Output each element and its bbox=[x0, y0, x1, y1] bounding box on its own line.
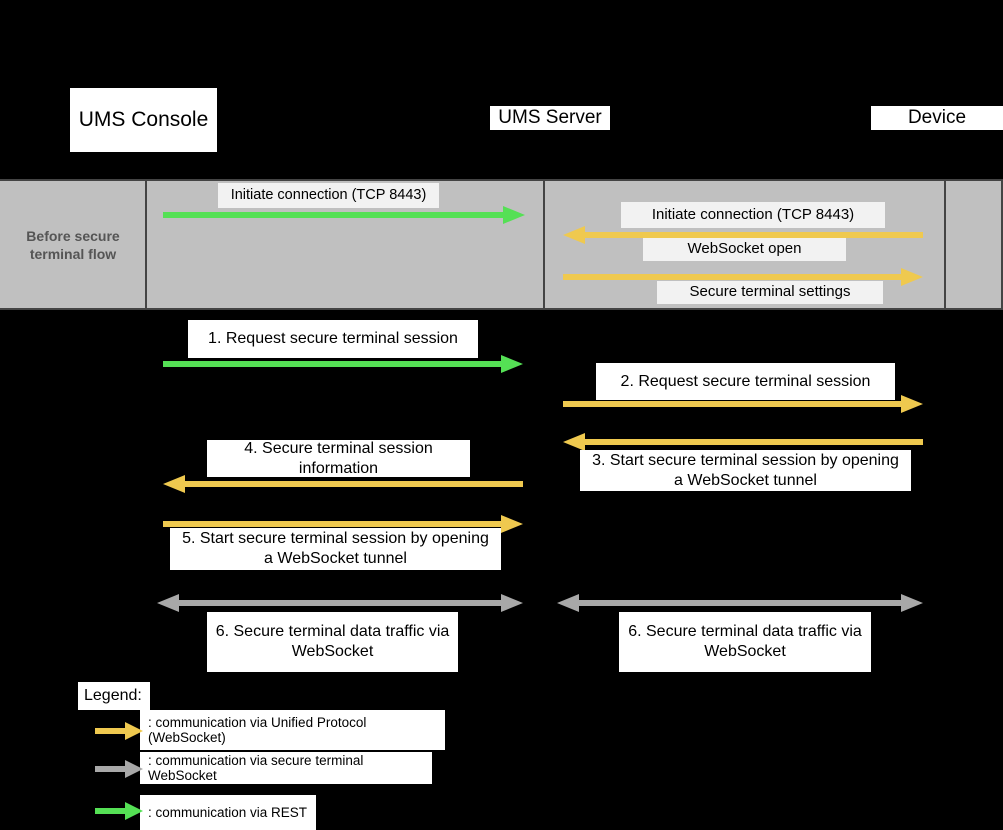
phase-band-title: Before secure terminal flow bbox=[20, 200, 126, 290]
arrow-step-6-server-device bbox=[557, 594, 923, 612]
arrow-legend-yellow bbox=[95, 722, 143, 740]
actor-label: Device bbox=[907, 107, 967, 128]
arrow-legend-gray bbox=[95, 760, 143, 778]
legend-title: Legend: bbox=[78, 682, 150, 710]
actor-ums-console: UMS Console bbox=[70, 88, 217, 152]
legend-entry-rest: : communication via REST bbox=[140, 795, 316, 830]
actor-label: UMS Server bbox=[498, 107, 602, 128]
arrow-step-5 bbox=[163, 515, 523, 533]
label-band-msg-4: Secure terminal settings bbox=[657, 281, 883, 304]
phase-band-cell-title bbox=[0, 179, 145, 310]
label-step-3: 3. Start secure terminal session by open… bbox=[580, 450, 911, 491]
legend-entry-label: : communication via REST bbox=[148, 805, 308, 820]
label-step-6-console-server: 6. Secure terminal data traffic via WebS… bbox=[207, 612, 458, 672]
phase-band-title-text: Before secure terminal flow bbox=[26, 227, 120, 262]
arrow-band-msg-2 bbox=[563, 226, 923, 244]
legend-entry-secure-terminal-websocket: : communication via secure terminal WebS… bbox=[140, 752, 432, 784]
label-step-1: 1. Request secure terminal session bbox=[188, 320, 478, 358]
legend-entry-label: : communication via Unified Protocol (We… bbox=[148, 715, 367, 745]
arrow-band-msg-1 bbox=[163, 206, 525, 224]
phase-band-cell-right bbox=[944, 179, 1003, 310]
arrow-step-4 bbox=[163, 475, 523, 493]
label-band-msg-2: Initiate connection (TCP 8443) bbox=[621, 202, 885, 228]
legend-entry-label: : communication via secure terminal WebS… bbox=[148, 753, 364, 783]
label-band-msg-3: WebSocket open bbox=[643, 238, 846, 261]
label-step-2: 2. Request secure terminal session bbox=[596, 363, 895, 400]
arrow-step-3 bbox=[563, 433, 923, 451]
arrow-step-2 bbox=[563, 395, 923, 413]
actor-device: Device bbox=[871, 106, 1003, 130]
actor-label: UMS Console bbox=[78, 108, 209, 131]
label-step-4: 4. Secure terminal session information bbox=[207, 440, 470, 477]
arrow-legend-green bbox=[95, 802, 143, 820]
arrow-step-6-console-server bbox=[157, 594, 523, 612]
label-step-5: 5. Start secure terminal session by open… bbox=[170, 528, 501, 570]
label-step-6-server-device: 6. Secure terminal data traffic via WebS… bbox=[619, 612, 871, 672]
arrow-band-msg-4 bbox=[563, 268, 923, 286]
arrow-step-1 bbox=[163, 355, 523, 373]
label-band-msg-1: Initiate connection (TCP 8443) bbox=[218, 183, 439, 208]
actor-ums-server: UMS Server bbox=[490, 106, 610, 130]
legend-entry-unified-protocol: : communication via Unified Protocol (We… bbox=[140, 710, 445, 750]
